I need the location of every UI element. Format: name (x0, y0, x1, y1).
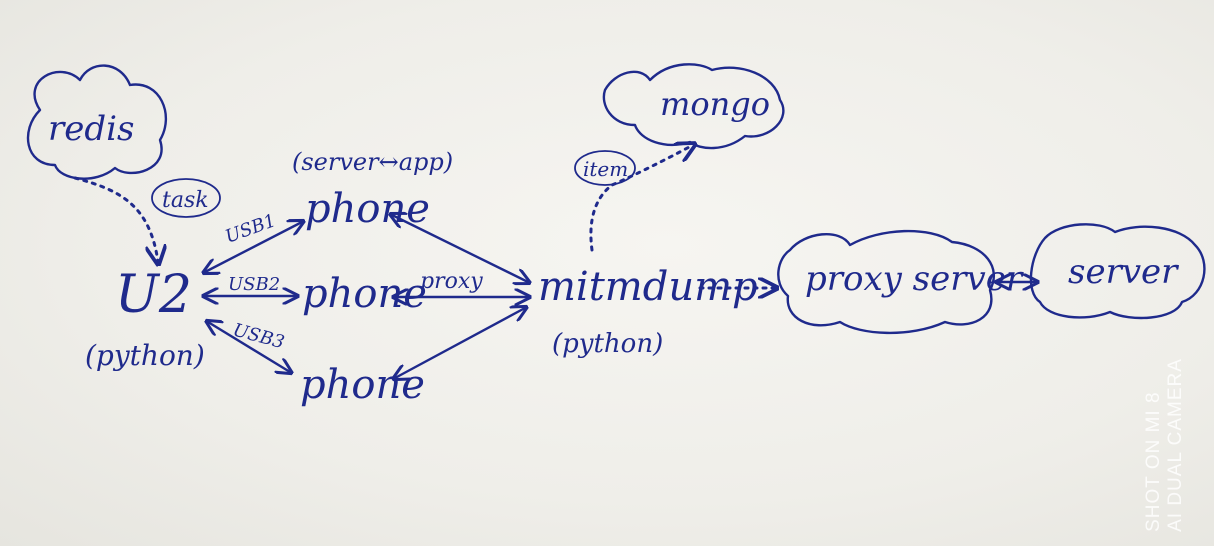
proxy-server-label: proxy server (805, 259, 1024, 299)
mitmdump-label: mitmdump (538, 264, 758, 310)
usb2-label: USB2 (228, 274, 280, 295)
server-label: server (1068, 252, 1179, 292)
redis-label: redis (48, 109, 134, 149)
mongo-label: mongo (660, 85, 770, 123)
usb1-label: USB1 (223, 210, 279, 248)
task-label: task (162, 188, 209, 213)
proxy-server-cloud (777, 229, 996, 335)
usb3-link (208, 322, 290, 372)
redis-to-u2-arrow (73, 176, 158, 262)
phone1-mitm-link (392, 215, 528, 282)
phone3-label: phone (300, 362, 425, 408)
mongo-cloud (602, 63, 785, 150)
phone3-mitm-link (395, 308, 525, 378)
task-badge (151, 178, 221, 218)
proxy-label: proxy (420, 269, 483, 294)
server-cloud (1029, 223, 1206, 320)
mitmdump-to-mongo-arrow (589, 145, 693, 252)
phone2-label: phone (302, 271, 427, 317)
usb1-link (205, 222, 302, 272)
watermark-line2: AI DUAL CAMERA (1165, 358, 1186, 532)
redis-cloud (26, 64, 168, 180)
watermark-line1: SHOT ON MI 8 (1143, 391, 1164, 532)
u2-lang-label: (python) (85, 339, 205, 372)
mitmdump-lang-label: (python) (552, 329, 663, 359)
item-badge (574, 150, 636, 186)
camera-watermark: SHOT ON MI 8 AI DUAL CAMERA (1143, 358, 1187, 532)
u2-label: U2 (115, 265, 192, 325)
usb3-label: USB3 (231, 320, 287, 354)
item-label: item (583, 157, 628, 181)
phone-group-label: (server↔app) (292, 148, 453, 176)
